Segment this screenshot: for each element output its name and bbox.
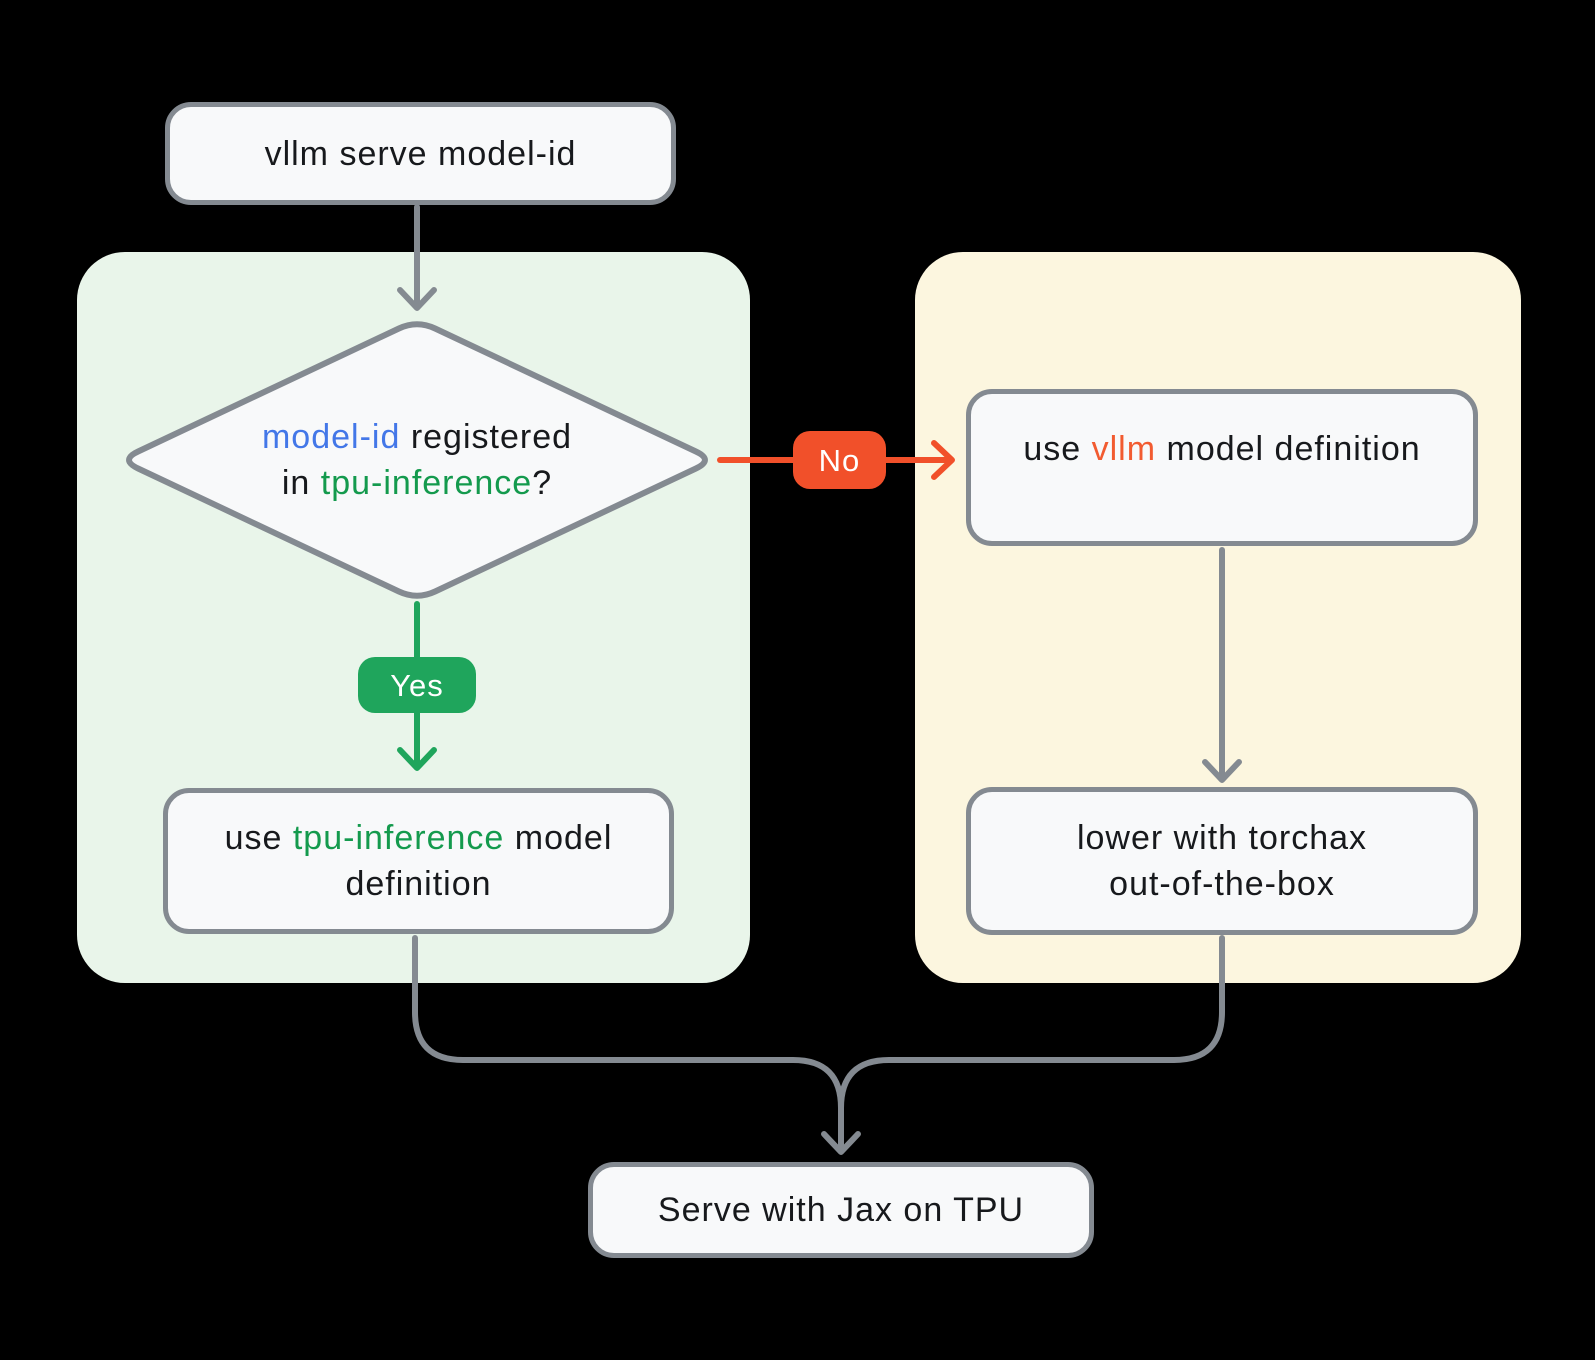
no-badge: No [793, 431, 886, 489]
arrowhead-no [931, 440, 955, 480]
yes-badge: Yes [358, 657, 476, 713]
decision-diamond-shape [126, 321, 708, 599]
serve-node-label: Serve with Jax on TPU [657, 1191, 1025, 1229]
use-vllm-node: use vllm model definition [966, 389, 1478, 546]
arrowhead-merge [821, 1131, 861, 1155]
yes-badge-label: Yes [390, 667, 444, 703]
serve-node: Serve with Jax on TPU [588, 1162, 1094, 1258]
edge-merge-right [838, 935, 1225, 1111]
arrowhead-yes [397, 747, 437, 771]
start-node: vllm serve model-id [165, 102, 676, 205]
start-node-label: vllm serve model-id [264, 134, 577, 173]
edge-merge-left [412, 935, 844, 1151]
no-badge-label: No [818, 442, 861, 478]
arrowhead-start-to-decision [397, 287, 437, 311]
arrowhead-vllm-to-torchax [1202, 759, 1242, 783]
